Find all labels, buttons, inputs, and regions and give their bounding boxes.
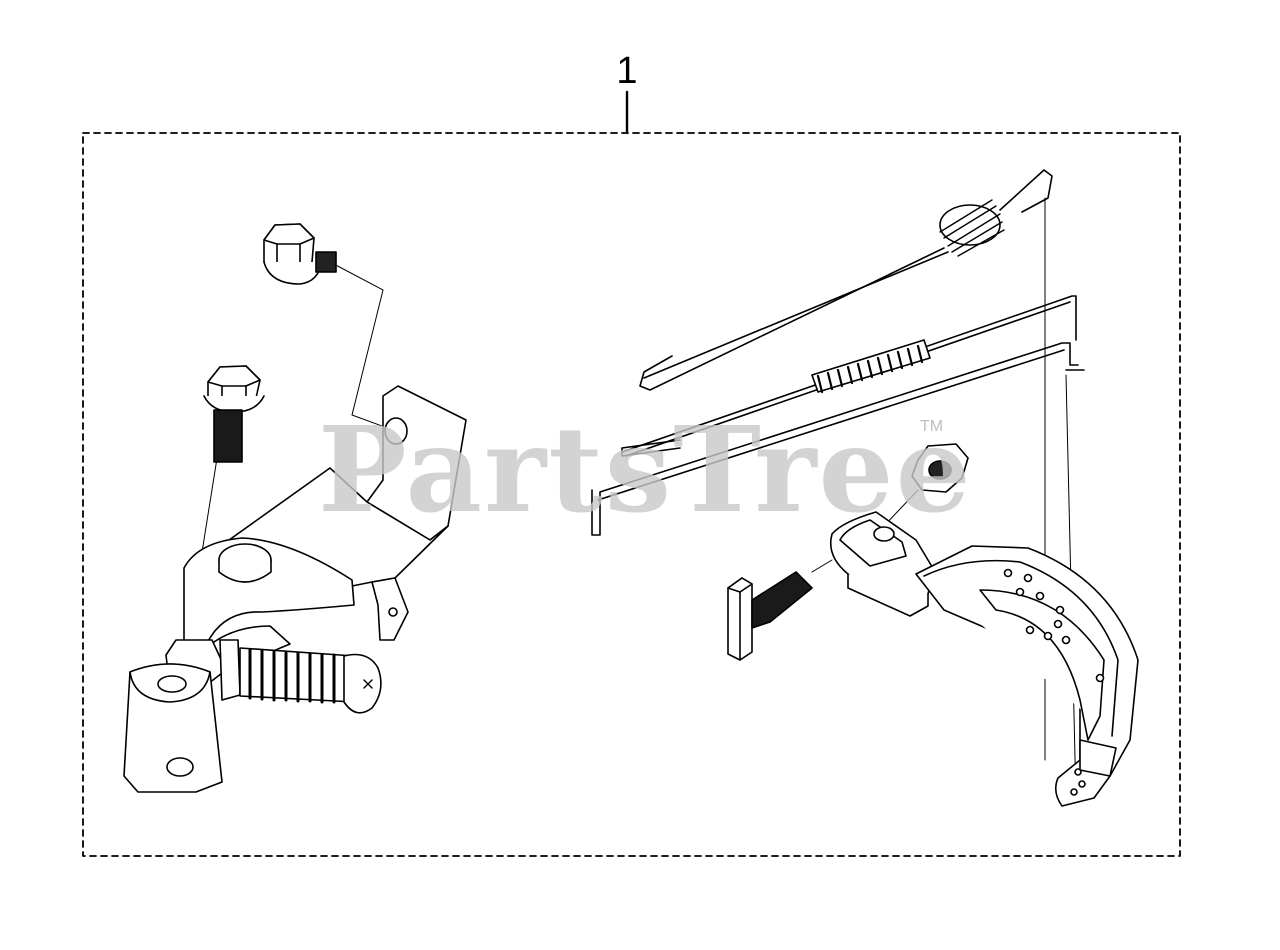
kit-boundary xyxy=(83,133,1180,856)
flange-bolt-top xyxy=(264,224,336,284)
t-bolt xyxy=(728,560,832,660)
choke-link xyxy=(622,296,1076,456)
leader-line-bolt-top xyxy=(330,262,393,430)
watermark-trademark: TM xyxy=(920,418,944,435)
compression-spring xyxy=(220,640,381,713)
throttle-plate xyxy=(916,546,1138,806)
governor-rod xyxy=(592,343,1084,535)
flange-bolt-vertical xyxy=(204,366,264,462)
leader-line-t-bolt xyxy=(812,560,832,572)
lock-nut xyxy=(882,444,968,528)
cable-clamp xyxy=(831,512,934,616)
callout-number: 1 xyxy=(616,50,638,92)
swivel-block xyxy=(124,664,222,792)
governor-spring xyxy=(640,170,1076,800)
